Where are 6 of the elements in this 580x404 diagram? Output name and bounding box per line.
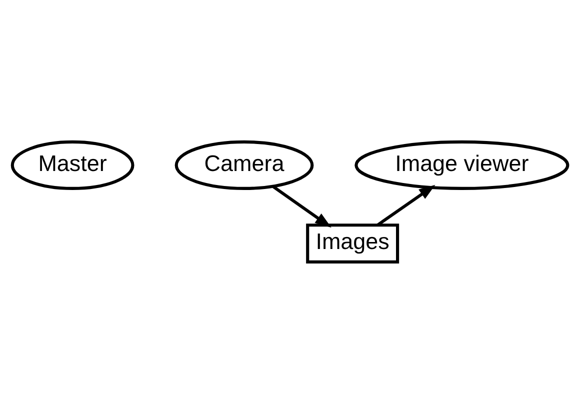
- arrow: [272, 185, 332, 228]
- node-box: Images: [306, 224, 400, 264]
- node-ellipse: Image viewer: [354, 140, 570, 190]
- arrow: [376, 184, 436, 226]
- node-ellipse: Master: [10, 140, 134, 190]
- node-ellipse: Camera: [174, 140, 314, 190]
